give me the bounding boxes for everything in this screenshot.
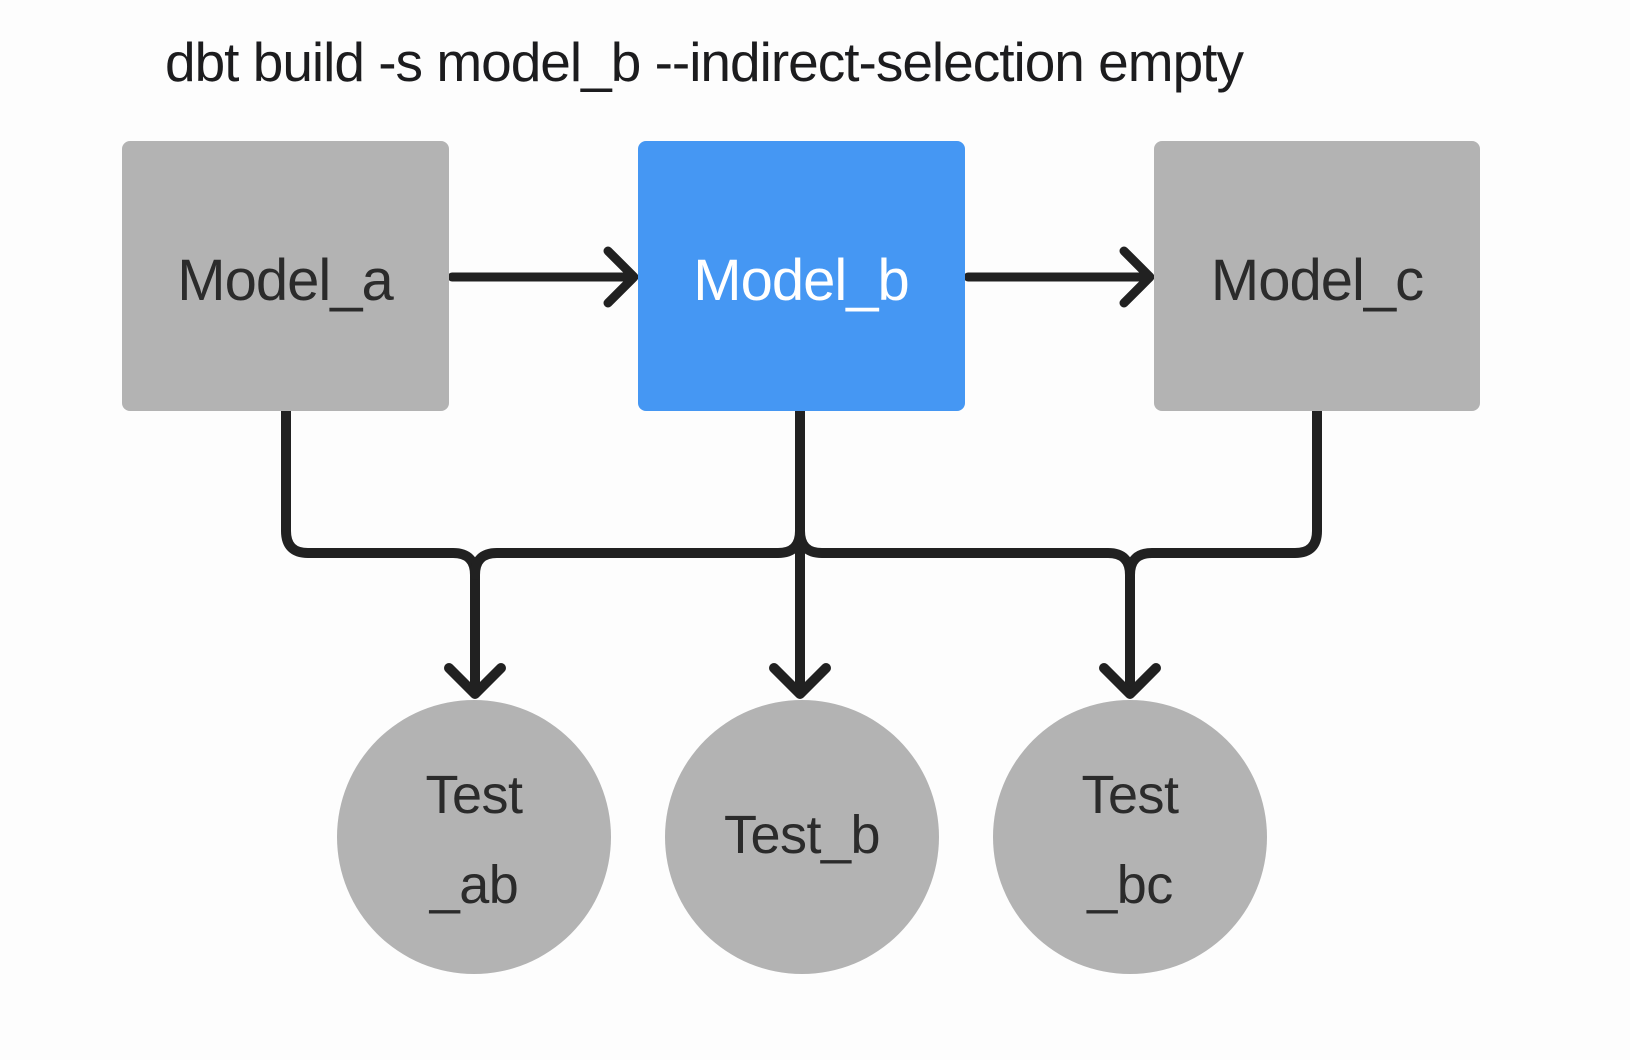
arrowhead-test-b — [769, 663, 831, 699]
diagram-title: dbt build -s model_b --indirect-selectio… — [165, 31, 1244, 93]
edge-bus-right-segment — [795, 526, 1135, 689]
node-test-b — [665, 700, 939, 974]
node-model-b-label: Model_b — [693, 248, 908, 313]
edge-model-a-to-model-b — [447, 246, 639, 308]
node-test-bc — [993, 700, 1267, 974]
edge-group — [281, 246, 1322, 699]
edge-model-b-to-model-c — [963, 246, 1155, 308]
arrowhead-test-ab — [444, 663, 506, 699]
node-model-a — [122, 141, 449, 411]
node-model-c — [1154, 141, 1480, 411]
node-test-b-label: Test_b — [724, 805, 880, 865]
edge-model-a-to-test-ab — [281, 406, 480, 689]
node-test-bc-label-line1: Test — [1081, 765, 1179, 825]
arrowhead-test-bc — [1099, 663, 1161, 699]
edge-model-c-to-test-bc — [1125, 406, 1322, 580]
edge-bus-left-segment — [470, 526, 805, 580]
node-model-a-label: Model_a — [177, 248, 394, 313]
node-test-bc-label-line2: _bc — [1086, 855, 1173, 915]
node-test-ab-label-line1: Test — [425, 765, 523, 825]
node-model-b — [638, 141, 965, 411]
node-test-ab-label-line2: _ab — [429, 855, 519, 915]
node-test-ab — [337, 700, 611, 974]
node-model-c-label: Model_c — [1211, 248, 1423, 313]
